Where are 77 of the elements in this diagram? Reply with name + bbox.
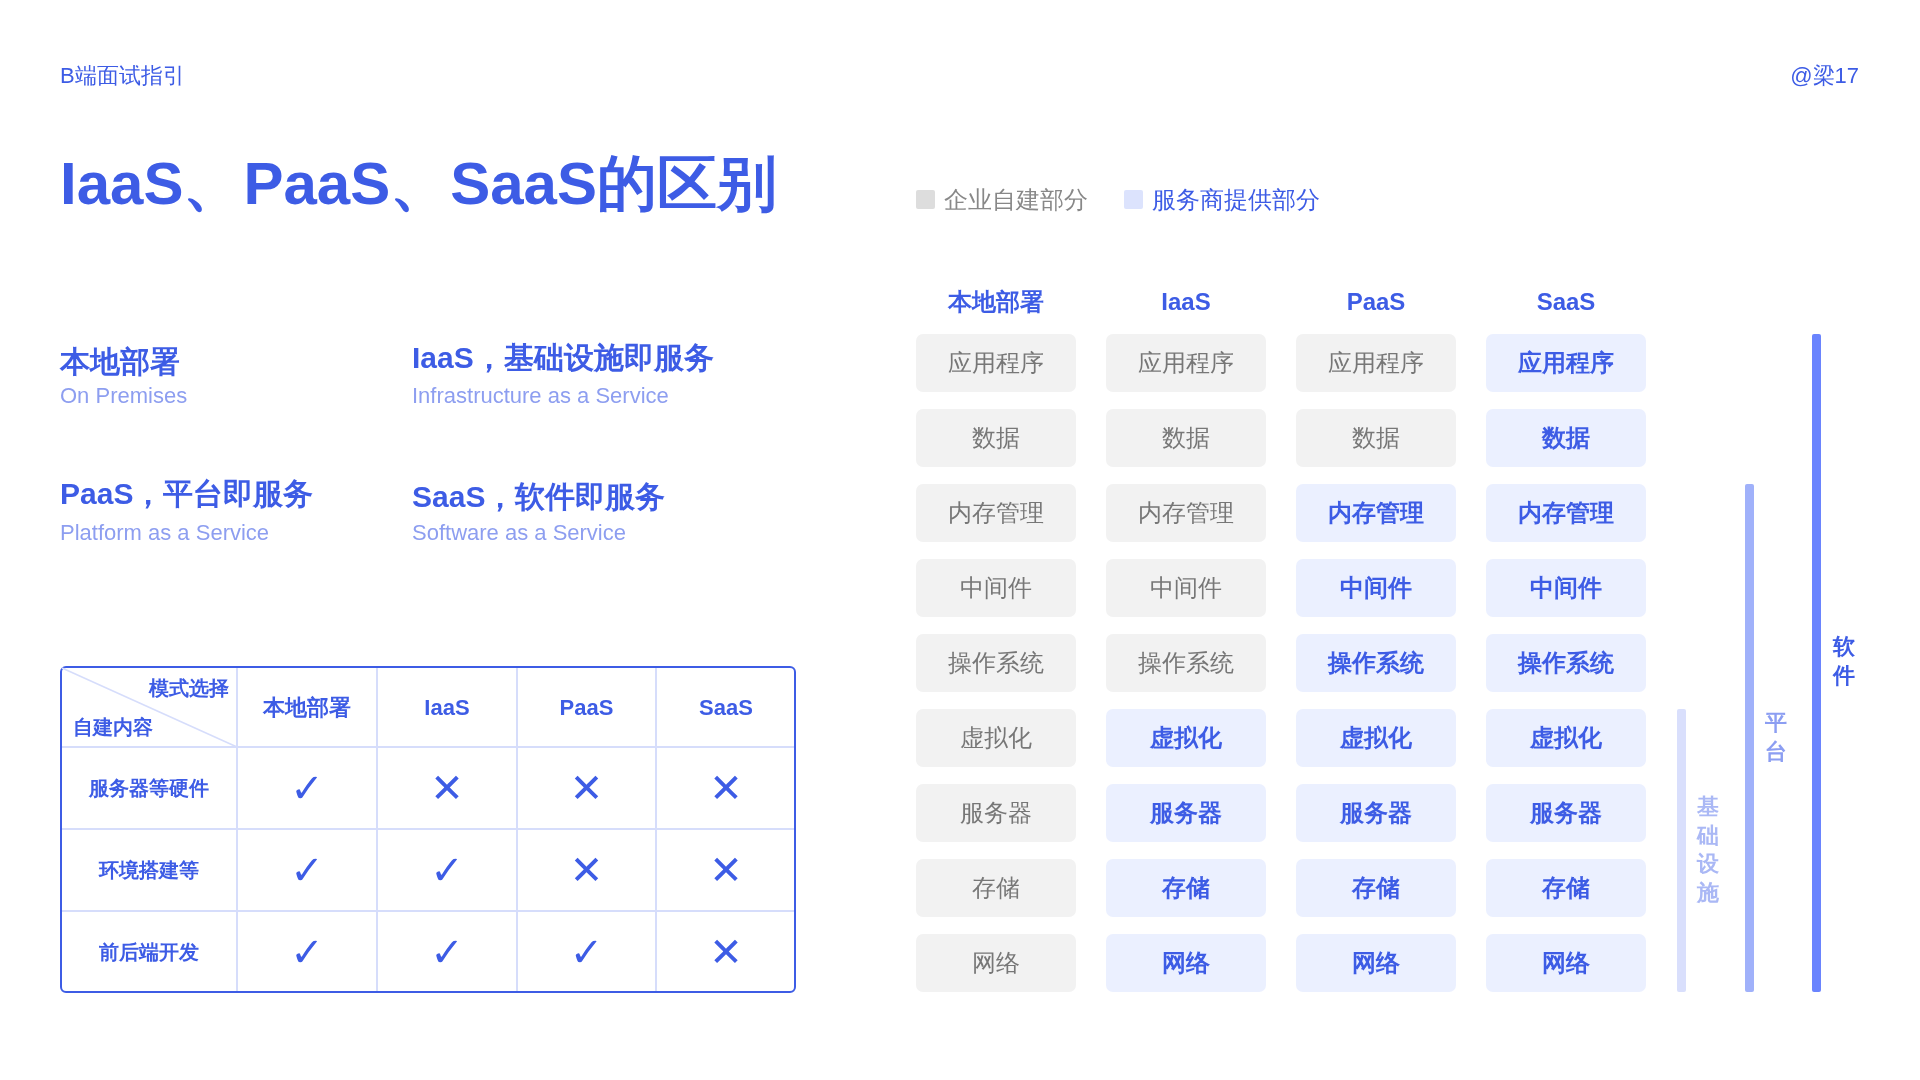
layer-box: 内存管理	[916, 484, 1076, 542]
series-title: B端面试指引	[60, 62, 185, 90]
layer-box: 服务器	[916, 784, 1076, 842]
layer-box: 虚拟化	[1296, 709, 1456, 767]
column-header: IaaS	[1161, 287, 1211, 317]
layer-box: 操作系统	[1486, 634, 1646, 692]
layer-box: 应用程序	[1486, 334, 1646, 392]
layer-group-label: 平台	[1765, 709, 1787, 766]
term-heading: IaaS，基础设施即服务	[412, 340, 714, 376]
layer-box: 操作系统	[1106, 634, 1266, 692]
term-subtitle: Infrastructure as a Service	[412, 382, 669, 410]
status-mark: ✓	[290, 768, 324, 808]
row-header: 环境搭建等	[98, 858, 199, 882]
layer-box: 虚拟化	[1106, 709, 1266, 767]
status-mark: ✓	[430, 850, 464, 890]
term-heading: 本地部署	[60, 344, 180, 380]
status-mark: ✕	[569, 850, 604, 890]
term-heading: SaaS，软件即服务	[412, 479, 666, 515]
status-mark: ✕	[569, 768, 604, 808]
layer-box: 服务器	[1486, 784, 1646, 842]
layer-box: 网络	[1106, 934, 1266, 992]
page-title: IaaS、PaaS、SaaS的区别	[60, 149, 777, 219]
status-mark: ✓	[569, 932, 604, 972]
column-header: PaaS	[559, 694, 614, 722]
row-header: 前后端开发	[98, 940, 199, 964]
status-mark: ✕	[709, 768, 743, 808]
layer-box: 数据	[1486, 409, 1646, 467]
layer-box: 应用程序	[1106, 334, 1266, 392]
column-header: PaaS	[1346, 287, 1406, 317]
layer-box: 网络	[916, 934, 1076, 992]
layer-box: 存储	[1486, 859, 1646, 917]
layer-box: 内存管理	[1106, 484, 1266, 542]
column-header: 本地部署	[948, 287, 1044, 317]
term-subtitle: On Premises	[60, 382, 188, 410]
layer-box: 应用程序	[1296, 334, 1456, 392]
layer-box: 数据	[1296, 409, 1456, 467]
layer-box: 网络	[1296, 934, 1456, 992]
layer-box: 存储	[916, 859, 1076, 917]
layer-box: 存储	[1106, 859, 1266, 917]
corner-header: 模式选择	[149, 676, 229, 700]
layer-box: 网络	[1486, 934, 1646, 992]
layer-box: 操作系统	[916, 634, 1076, 692]
layer-box: 内存管理	[1486, 484, 1646, 542]
status-mark: ✕	[709, 932, 743, 972]
layer-box: 数据	[1106, 409, 1266, 467]
layer-box: 内存管理	[1296, 484, 1456, 542]
status-mark: ✕	[430, 768, 464, 808]
layer-group-label: 基础设施	[1697, 792, 1719, 907]
layer-box: 中间件	[1106, 559, 1266, 617]
layer-box: 服务器	[1106, 784, 1266, 842]
column-header: IaaS	[424, 694, 470, 722]
status-mark: ✕	[709, 850, 743, 890]
term-heading: PaaS，平台即服务	[60, 476, 314, 512]
term-subtitle: Platform as a Service	[60, 519, 270, 547]
term-subtitle: Software as a Service	[412, 519, 626, 547]
status-mark: ✓	[290, 850, 324, 890]
column-header: SaaS	[699, 694, 753, 722]
legend-text: 企业自建部分	[944, 185, 1088, 215]
layer-box: 虚拟化	[916, 709, 1076, 767]
layer-box: 中间件	[916, 559, 1076, 617]
layer-box: 虚拟化	[1486, 709, 1646, 767]
layer-box: 中间件	[1296, 559, 1456, 617]
author-handle: @梁17	[1790, 62, 1859, 90]
layer-group-label: 软件	[1833, 633, 1855, 690]
row-header: 服务器等硬件	[88, 776, 209, 800]
layer-box: 操作系统	[1296, 634, 1456, 692]
layer-box: 应用程序	[916, 334, 1076, 392]
legend-text: 服务商提供部分	[1152, 185, 1320, 215]
layer-box: 数据	[916, 409, 1076, 467]
corner-header: 自建内容	[73, 715, 153, 739]
status-mark: ✓	[430, 932, 464, 972]
status-mark: ✓	[290, 932, 324, 972]
layer-box: 服务器	[1296, 784, 1456, 842]
layer-box: 中间件	[1486, 559, 1646, 617]
layer-box: 存储	[1296, 859, 1456, 917]
column-header: 本地部署	[263, 694, 351, 722]
column-header: SaaS	[1536, 287, 1596, 317]
